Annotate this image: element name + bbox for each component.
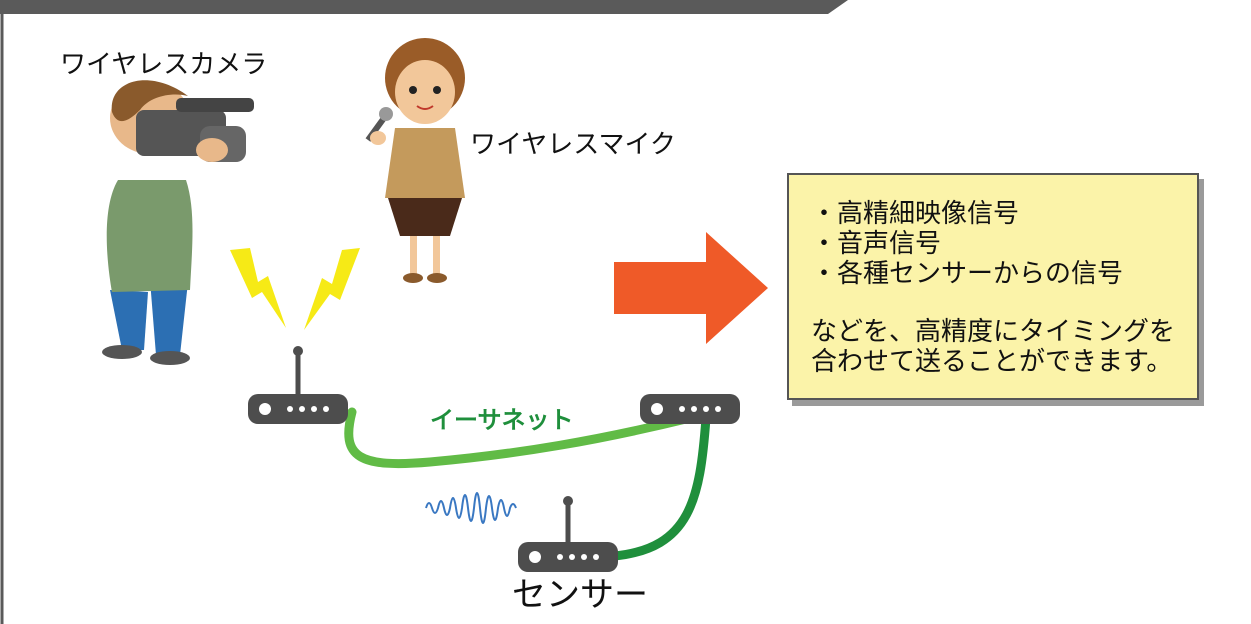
wireless-mic-label: ワイヤレスマイク bbox=[470, 130, 676, 160]
wireless-camera-label: ワイヤレスカメラ bbox=[60, 50, 268, 80]
lightning-icon bbox=[304, 248, 360, 330]
info-summary-line-1: などを、高精度にタイミングを bbox=[811, 317, 1176, 347]
radio-wave-icon bbox=[425, 492, 517, 524]
info-bullet-sensor: ・各種センサーからの信号 bbox=[811, 259, 1124, 289]
info-bullet-video: ・高精細映像信号 bbox=[811, 199, 1020, 229]
ethernet-cable-sensor bbox=[610, 413, 711, 561]
info-box: ・高精細映像信号 ・音声信号 ・各種センサーからの信号 などを、高精度にタイミン… bbox=[787, 173, 1199, 400]
info-bullet-audio: ・音声信号 bbox=[811, 229, 942, 259]
lightning-icon bbox=[230, 248, 286, 328]
router-icon bbox=[248, 346, 348, 424]
ethernet-cable-main bbox=[344, 407, 695, 469]
reporter-illustration bbox=[365, 38, 465, 283]
header-bar bbox=[0, 0, 848, 14]
ethernet-label: イーサネット bbox=[430, 406, 574, 434]
sensor-label: センサー bbox=[512, 575, 648, 615]
router-icon bbox=[640, 394, 740, 424]
camera-operator-illustration bbox=[102, 80, 254, 365]
info-summary-line-2: 合わせて送ることができます。 bbox=[811, 347, 1173, 377]
router-icon bbox=[518, 496, 618, 572]
info-spacer bbox=[811, 289, 1179, 317]
right-arrow-icon bbox=[614, 232, 768, 344]
